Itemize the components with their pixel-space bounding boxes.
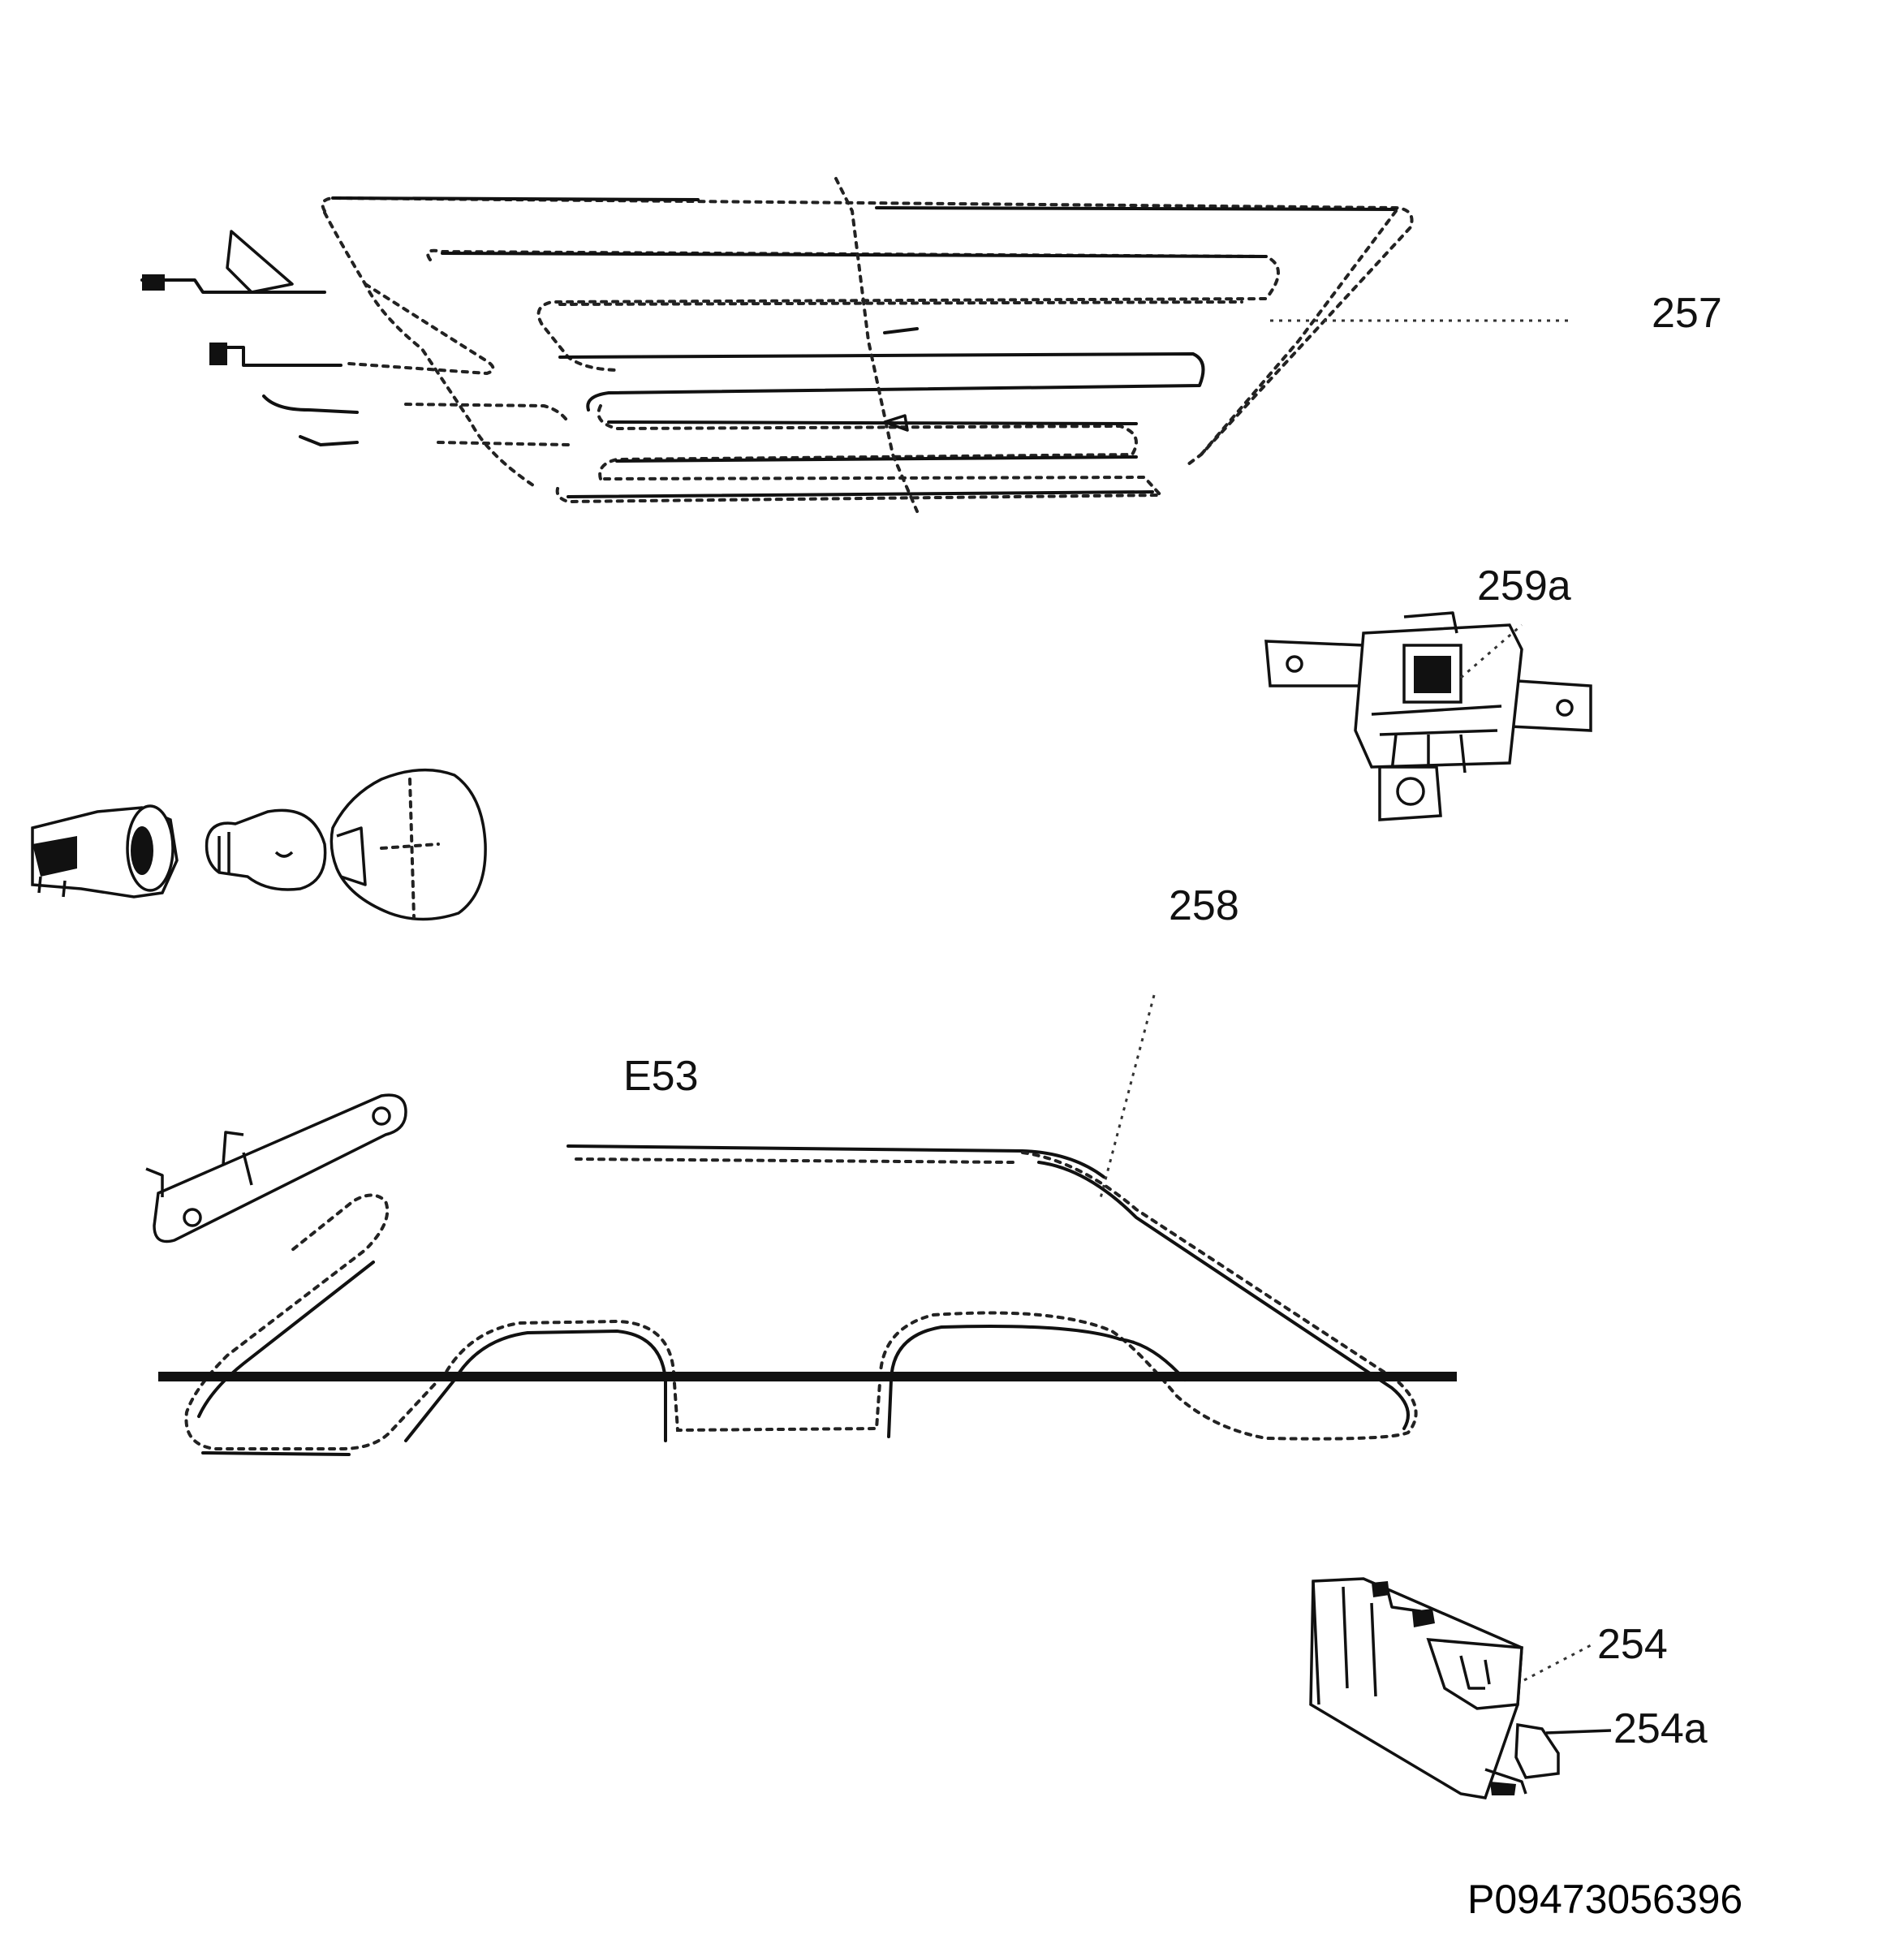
leader-254 [1523, 1643, 1593, 1682]
leader-254a [1545, 1729, 1612, 1735]
switch-254 [1309, 1577, 1560, 1799]
document-id: P09473056396 [1467, 1877, 1743, 1922]
oven-element-258 [145, 1093, 1457, 1456]
lamp-assembly-e53 [31, 768, 487, 921]
callout-254: 254 [1597, 1621, 1668, 1668]
callout-259a: 259a [1477, 562, 1571, 610]
thermostat-259a [1264, 611, 1592, 821]
callout-254a: 254a [1613, 1705, 1708, 1752]
callout-e53: E53 [623, 1053, 699, 1100]
grill-element-257 [140, 177, 1414, 513]
leader-258 [1098, 994, 1156, 1202]
callout-258: 258 [1169, 882, 1239, 929]
callout-257: 257 [1652, 290, 1722, 337]
